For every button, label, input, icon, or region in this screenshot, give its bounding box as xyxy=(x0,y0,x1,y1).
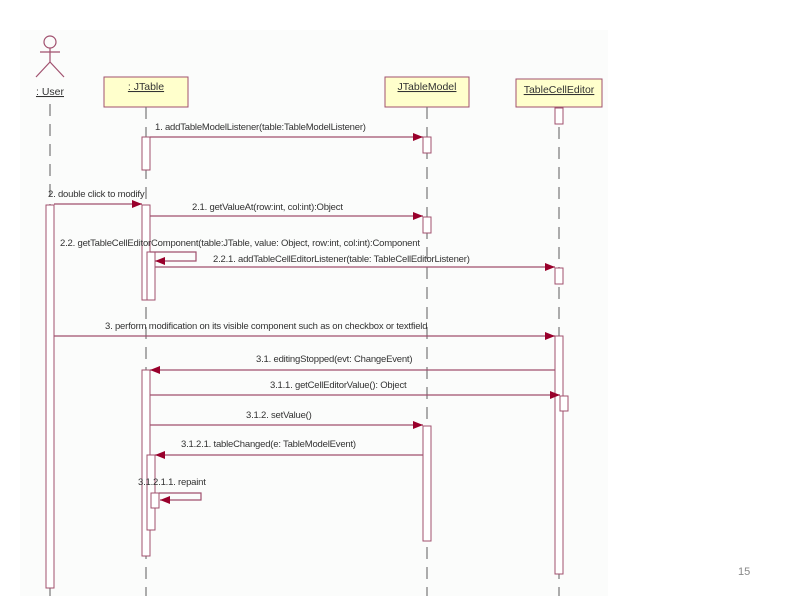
participant-tablecelleditor: TableCellEditor xyxy=(515,78,603,108)
message-label-3-1-1: 3.1.1. getCellEditorValue(): Object xyxy=(270,380,407,391)
actor-user: : User xyxy=(35,35,65,98)
activation-jtable-1 xyxy=(141,136,151,171)
activation-user xyxy=(45,204,55,589)
activation-jtable-2-2 xyxy=(146,251,156,301)
message-label-repaint: 3.1.2.1.1. repaint xyxy=(138,477,206,488)
activation-tablecelleditor-3 xyxy=(559,395,569,412)
activation-jtable-repaint xyxy=(150,492,160,509)
message-label-3-1: 3.1. editingStopped(evt: ChangeEvent) xyxy=(256,354,412,365)
participant-label-jtable: : JTable xyxy=(128,81,164,93)
message-label-3-1-2: 3.1.2. setValue() xyxy=(246,410,312,421)
message-label-2-1: 2.1. getValueAt(row:int, col:int):Object xyxy=(192,202,343,213)
activation-jtablemodel-1 xyxy=(422,136,432,154)
message-label-2: 2. double click to modify xyxy=(48,189,145,200)
message-arrow-2-2 xyxy=(150,251,197,265)
activation-tablecelleditor-2 xyxy=(554,335,564,575)
diagram-canvas xyxy=(20,30,608,596)
message-label-3: 3. perform modification on its visible c… xyxy=(105,321,427,332)
message-label-1: 1. addTableModelListener(table:TableMode… xyxy=(155,122,366,133)
activation-jtablemodel-3 xyxy=(422,425,432,542)
message-label-3-1-2-1: 3.1.2.1. tableChanged(e: TableModelEvent… xyxy=(181,439,356,450)
participant-jtablemodel: JTableModel xyxy=(384,76,470,108)
message-arrow-repaint xyxy=(159,492,202,504)
participant-label-tablecelleditor: TableCellEditor xyxy=(524,84,595,96)
activation-jtablemodel-2 xyxy=(422,216,432,234)
participant-label-jtablemodel: JTableModel xyxy=(398,81,457,93)
actor-stick-figure-icon xyxy=(35,35,65,78)
participant-jtable: : JTable xyxy=(103,76,189,108)
activation-tablecelleditor-1 xyxy=(554,267,564,285)
message-label-2-2-1: 2.2.1. addTableCellEditorListener(table:… xyxy=(213,254,470,265)
page-number: 15 xyxy=(738,566,751,578)
message-label-2-2: 2.2. getTableCellEditorComponent(table:J… xyxy=(60,238,420,249)
participant-label-user: : User xyxy=(36,86,65,98)
activation-tablecelleditor-0 xyxy=(554,107,564,125)
